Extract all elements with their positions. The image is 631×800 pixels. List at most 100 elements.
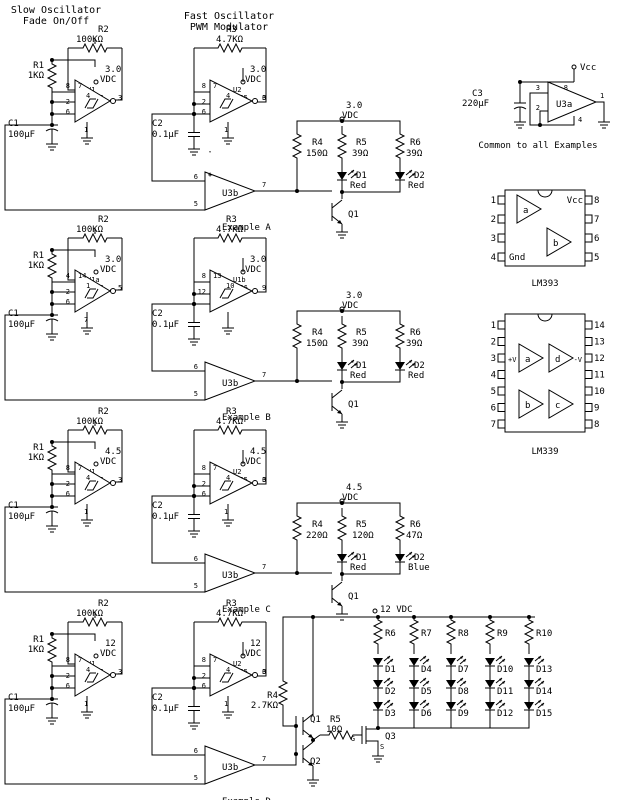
- r3-resistor: [194, 616, 266, 628]
- led-label: D4: [421, 665, 432, 675]
- led-arrow-head: [412, 363, 415, 366]
- c2-value: 0.1µF: [152, 704, 179, 714]
- ground-symbol: [46, 330, 58, 341]
- unit-label: a: [525, 355, 530, 365]
- timer-body: [209, 79, 254, 123]
- ground-symbol: [336, 418, 348, 429]
- collector-lead: [331, 389, 343, 399]
- led-arrow-head: [412, 173, 415, 176]
- pin-number: 7: [78, 464, 82, 472]
- q2-label: Q2: [310, 757, 321, 767]
- r2-label: R2: [98, 599, 109, 609]
- r1-value: 1KΩ: [28, 261, 45, 271]
- led-d2: [395, 359, 416, 371]
- pin: [497, 403, 506, 412]
- led-arrow-head: [423, 656, 426, 659]
- led-arrow-head: [409, 360, 412, 363]
- hysteresis-mark: [84, 672, 96, 683]
- r1-value: 1KΩ: [28, 453, 45, 463]
- led-arrow-head: [354, 555, 357, 558]
- c2-value: 0.1µF: [152, 320, 179, 330]
- common-caption: Common to all Examples: [478, 141, 597, 151]
- led-arrow-head: [426, 703, 429, 706]
- wire: [151, 495, 205, 564]
- r2-label: R2: [98, 25, 109, 35]
- c1-value: 100µF: [8, 512, 35, 522]
- pin-number: 6: [262, 476, 266, 484]
- c2-capacitor: [188, 698, 200, 719]
- comparator-a: [516, 194, 542, 224]
- led-arrow-head: [463, 703, 466, 706]
- unit-label: b: [553, 239, 558, 249]
- timer-ic-symbol: [74, 269, 116, 313]
- led-arrow-head: [426, 681, 429, 684]
- led-triangle: [446, 702, 456, 710]
- wire: [282, 714, 296, 727]
- pin-number: 7: [213, 82, 217, 90]
- wire: [256, 430, 267, 485]
- chip-title: LM339: [531, 447, 558, 457]
- pin-number: 1: [491, 196, 496, 206]
- led-arrow-head: [502, 703, 505, 706]
- ground-symbol: [222, 516, 234, 527]
- q1-label: Q1: [348, 210, 359, 220]
- q1-transistor: [302, 713, 314, 739]
- pin: [584, 353, 593, 363]
- led-arrow-head: [460, 656, 463, 659]
- led-d1: [337, 551, 358, 563]
- timer-designator: U1a: [87, 276, 100, 284]
- led-arrow-head: [499, 656, 502, 659]
- pin-number: 7: [594, 215, 599, 225]
- example-caption: Example B: [222, 413, 271, 423]
- led-arrow-head: [538, 700, 541, 703]
- r1-value: 1KΩ: [28, 71, 45, 81]
- led-label: D10: [497, 665, 513, 675]
- r4-resistor: [277, 672, 289, 714]
- wire: [378, 722, 491, 729]
- resistor-label: R7: [421, 629, 432, 639]
- c2-capacitor: [188, 314, 200, 335]
- c1-value: 100µF: [8, 704, 35, 714]
- led-arrow-head: [409, 170, 412, 173]
- unit-label: d: [555, 355, 560, 365]
- wire: [67, 430, 75, 473]
- pin-number: 6: [66, 490, 70, 498]
- led-label: D14: [536, 687, 552, 697]
- pin-number: 5: [194, 390, 198, 398]
- ground-symbol: [372, 752, 384, 763]
- pin-number: 7: [491, 420, 496, 430]
- pin-number: 1: [491, 321, 496, 331]
- led-triangle: [373, 680, 383, 688]
- c2-label: C2: [152, 309, 163, 319]
- d1-label: D1: [356, 553, 367, 563]
- wire: [378, 722, 415, 729]
- comparator-name: U3b: [222, 379, 238, 389]
- r6-resistor: [394, 126, 406, 166]
- ground-symbol: [81, 134, 93, 145]
- c1-value: 100µF: [8, 130, 35, 140]
- pin-number: 7: [78, 656, 82, 664]
- unit-label: c: [555, 401, 560, 411]
- led: [373, 677, 394, 689]
- r1-resistor: [46, 250, 58, 282]
- example-caption: Example A: [222, 223, 271, 233]
- timer-ic-symbol: [209, 269, 258, 313]
- hysteresis-mark: [87, 288, 99, 299]
- vcc-value: 12: [250, 639, 261, 649]
- pin-number: 6: [202, 682, 206, 690]
- wire: [296, 310, 401, 316]
- r5-value: 120Ω: [352, 531, 374, 541]
- wire: [341, 370, 401, 383]
- pin-number: 6: [66, 298, 70, 306]
- example-d: R2100KΩR11KΩC1100µF12VDCU175558742631R34…: [4, 148, 552, 800]
- pin-number: 9: [594, 404, 599, 414]
- timer-ic-symbol: [74, 461, 116, 505]
- ground-symbol: [81, 708, 93, 719]
- chip-notch: [537, 189, 553, 198]
- d1-label: D1: [356, 361, 367, 371]
- gnd-label: Gnd: [509, 253, 525, 263]
